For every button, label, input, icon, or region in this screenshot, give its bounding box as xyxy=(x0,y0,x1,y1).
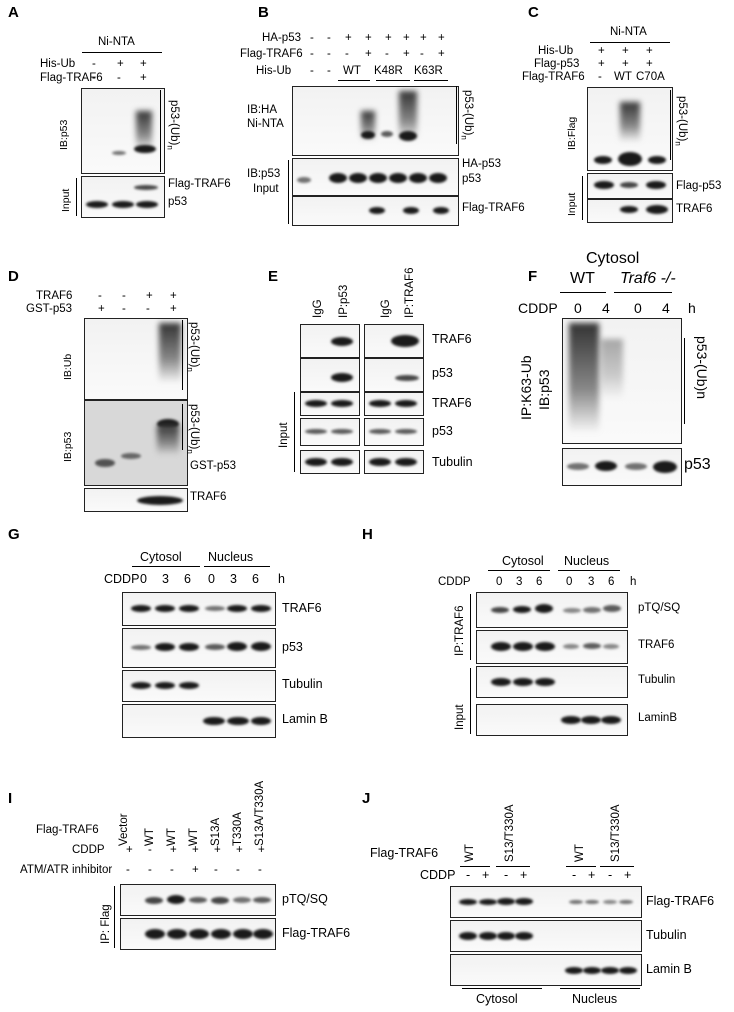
blot-input-traf6 xyxy=(587,199,673,223)
row-label: His-Ub xyxy=(40,58,76,70)
ub-label: p53-(Ub)n xyxy=(165,100,180,150)
panel-label: A xyxy=(8,4,19,21)
blot-input-p53 xyxy=(587,173,673,199)
ni-nta-header: Ni-NTA xyxy=(98,36,135,48)
row-label: Flag-TRAF6 xyxy=(40,72,103,84)
blot-p53 xyxy=(84,400,188,486)
blot-p53 xyxy=(562,448,682,486)
blot-ub xyxy=(587,87,673,171)
blot-ub xyxy=(81,88,165,174)
blot-k63-ub xyxy=(562,318,682,444)
blot-traf6 xyxy=(84,488,188,512)
blot-input-traf6 xyxy=(292,196,459,226)
blot-ub xyxy=(84,318,188,400)
input-label: Input xyxy=(60,188,72,212)
blot-input-p53 xyxy=(292,158,459,196)
ib-label: IB:p53 xyxy=(58,119,70,150)
blot-input xyxy=(81,176,165,218)
blot-ub xyxy=(292,86,459,156)
